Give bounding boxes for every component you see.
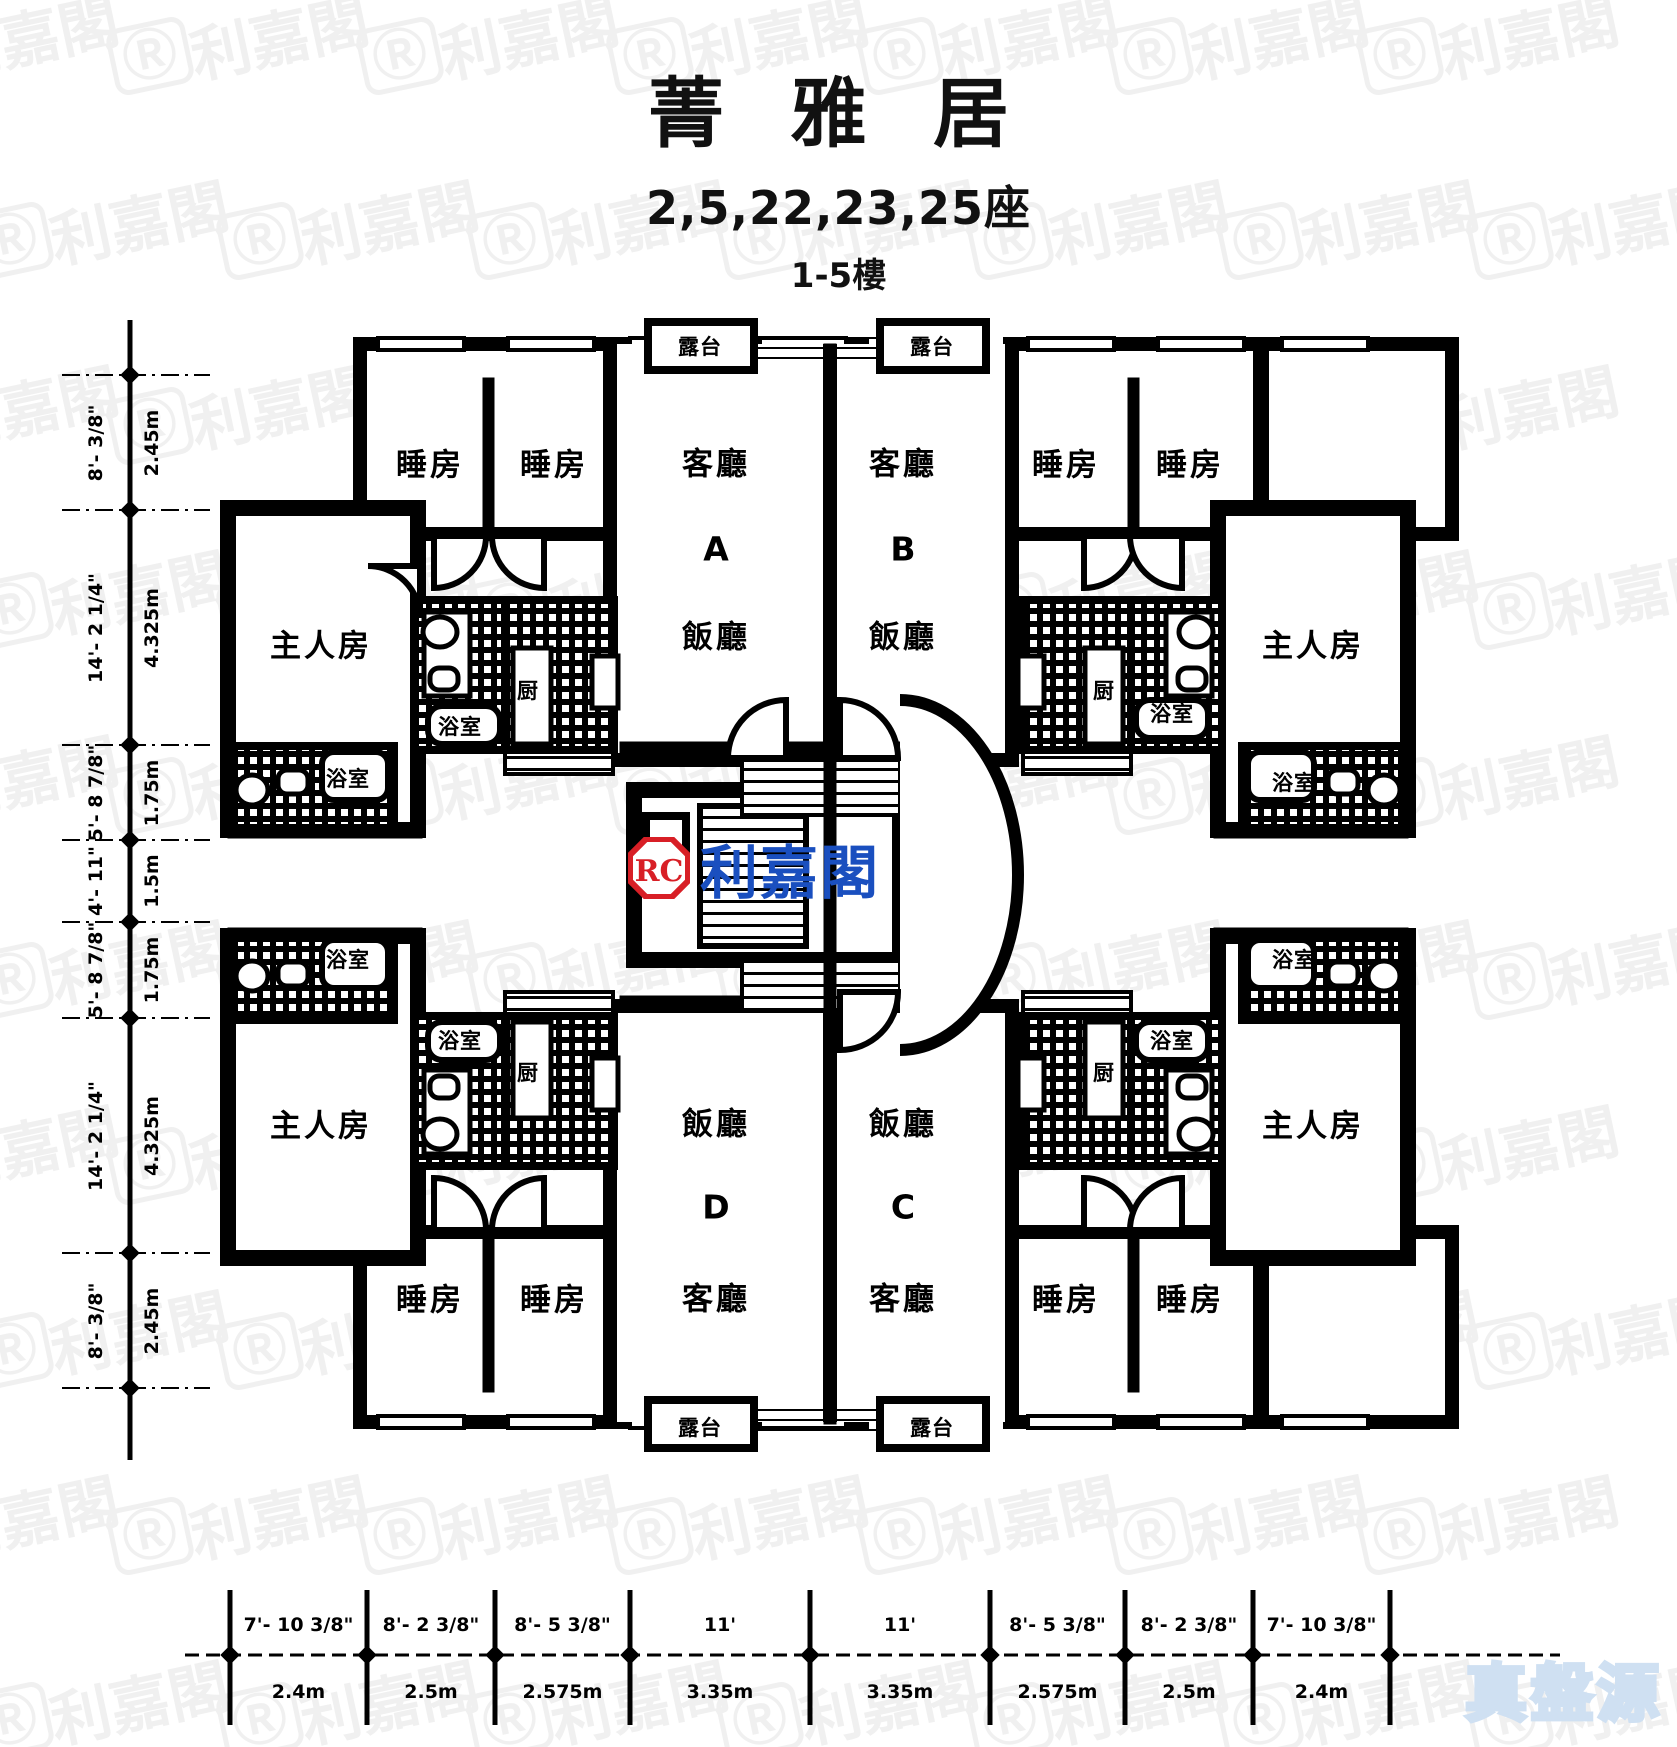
room-label-balcony-b: 露台 — [910, 334, 954, 359]
room-label-balcony-d: 露台 — [678, 1415, 722, 1440]
vertical-dim-imperial: 4'- 11" — [85, 846, 107, 916]
room-label-bed-c1: 睡房 — [1032, 1282, 1100, 1319]
vertical-dim-imperial: 5'- 8 7/8" — [85, 921, 107, 1019]
room-label-bath-c2: 浴室 — [1272, 947, 1316, 972]
floor-range: 1-5樓 — [790, 256, 887, 296]
room-label-dining-c: 飯廳 — [869, 1106, 937, 1143]
room-label-bed-a1: 睡房 — [396, 447, 464, 484]
vertical-dim-metric: 1.75m — [141, 936, 163, 1004]
room-label-living-d: 客廳 — [682, 1281, 750, 1318]
room-label-master-d: 主人房 — [270, 1108, 372, 1145]
vertical-dim-imperial: 5'- 8 7/8" — [85, 744, 107, 841]
vertical-dim-metric: 2.45m — [141, 409, 163, 476]
room-label-unit-a: A — [703, 529, 729, 569]
room-label-kitchen-d: 厨 — [517, 1060, 539, 1085]
horizontal-dim-imperial: 8'- 2 3/8" — [1140, 1614, 1238, 1636]
room-label-unit-c: C — [890, 1187, 916, 1227]
horizontal-dim-metric: 2.5m — [1162, 1681, 1216, 1703]
block-numbers: 2,5,22,23,25座 — [646, 181, 1031, 235]
room-label-kitchen-c: 厨 — [1093, 1060, 1115, 1085]
vertical-dim-metric: 4.325m — [141, 587, 163, 668]
room-label-dining-b: 飯廳 — [869, 619, 937, 656]
svg-text:RC: RC — [635, 854, 684, 889]
horizontal-dim-imperial: 7'- 10 3/8" — [1266, 1614, 1377, 1636]
bottom-watermark: 真盤源 — [1463, 1655, 1663, 1732]
horizontal-dim-imperial: 8'- 5 3/8" — [1009, 1614, 1106, 1636]
room-label-balcony-c: 露台 — [910, 1415, 954, 1440]
horizontal-dim-imperial: 7'- 10 3/8" — [243, 1614, 354, 1636]
vertical-dim-imperial: 14'- 2 1/4" — [85, 1080, 107, 1191]
room-label-balcony-a: 露台 — [678, 334, 722, 359]
room-label-bed-c2: 睡房 — [1156, 1282, 1224, 1319]
room-label-bed-b1: 睡房 — [1032, 447, 1100, 484]
room-label-bath-d1: 浴室 — [438, 1028, 482, 1053]
vertical-dim-metric: 2.45m — [141, 1287, 163, 1354]
room-label-kitchen-a: 厨 — [517, 678, 539, 703]
horizontal-dim-metric: 2.4m — [1294, 1681, 1349, 1703]
vertical-dim-metric: 1.75m — [141, 759, 163, 826]
room-label-dining-d: 飯廳 — [682, 1106, 750, 1143]
horizontal-dim-imperial: 11' — [703, 1614, 737, 1636]
horizontal-dim-metric: 3.35m — [686, 1681, 754, 1703]
room-label-living-b: 客廳 — [869, 446, 937, 483]
room-label-living-a: 客廳 — [682, 446, 750, 483]
horizontal-dim-imperial: 8'- 5 3/8" — [514, 1614, 611, 1636]
room-label-bath-a1: 浴室 — [438, 714, 482, 739]
page-title: 菁 雅 居 — [648, 69, 1029, 158]
room-label-bed-b2: 睡房 — [1156, 447, 1224, 484]
room-label-dining-a: 飯廳 — [682, 619, 750, 656]
horizontal-dim-imperial: 11' — [883, 1614, 917, 1636]
room-label-bath-c1: 浴室 — [1150, 1028, 1194, 1053]
room-label-bath-b2: 浴室 — [1272, 770, 1316, 795]
horizontal-dim-metric: 2.5m — [404, 1681, 458, 1703]
agency-name: 利嘉閣 — [700, 839, 881, 907]
rc-logo-icon: RC — [627, 836, 691, 900]
room-label-master-a: 主人房 — [270, 628, 372, 665]
agency-logo: RC 利嘉閣 — [627, 826, 881, 910]
room-label-bed-d2: 睡房 — [520, 1282, 588, 1319]
room-label-kitchen-b: 厨 — [1093, 678, 1115, 703]
room-label-unit-d: D — [702, 1187, 730, 1227]
vertical-dim-imperial: 14'- 2 1/4" — [85, 572, 107, 683]
room-label-living-c: 客廳 — [869, 1281, 937, 1318]
vertical-dim-metric: 4.325m — [141, 1095, 163, 1176]
vertical-dim-imperial: 8'- 3/8" — [85, 1282, 107, 1359]
horizontal-dim-metric: 2.575m — [522, 1681, 603, 1703]
vertical-dim-imperial: 8'- 3/8" — [85, 404, 107, 481]
horizontal-dim-metric: 3.35m — [866, 1681, 934, 1703]
vertical-dim-metric: 1.5m — [141, 854, 163, 908]
horizontal-dim-metric: 2.575m — [1017, 1681, 1098, 1703]
room-label-bed-d1: 睡房 — [396, 1282, 464, 1319]
room-label-unit-b: B — [890, 529, 916, 569]
room-label-bed-a2: 睡房 — [520, 447, 588, 484]
plan-header: 菁 雅 居 2,5,22,23,25座 1-5樓 — [0, 0, 1677, 297]
room-label-bath-a2: 浴室 — [326, 766, 370, 791]
room-label-bath-b1: 浴室 — [1150, 701, 1194, 726]
room-label-master-b: 主人房 — [1262, 628, 1364, 665]
horizontal-dim-imperial: 8'- 2 3/8" — [382, 1614, 480, 1636]
room-label-master-c: 主人房 — [1262, 1108, 1364, 1145]
horizontal-dim-metric: 2.4m — [271, 1681, 326, 1703]
room-label-bath-d2: 浴室 — [326, 947, 370, 972]
